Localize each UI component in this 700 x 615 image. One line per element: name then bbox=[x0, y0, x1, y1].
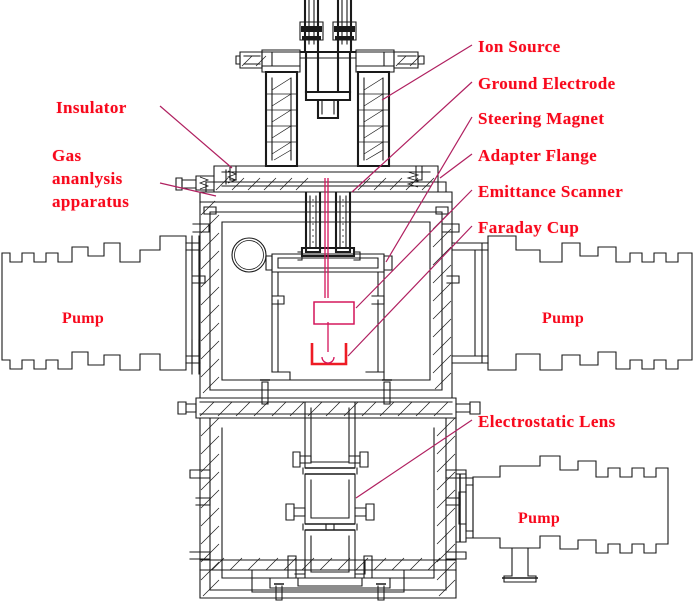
annotation-ion-source: Ion Source bbox=[478, 37, 561, 56]
electrostatic-lens bbox=[269, 401, 391, 601]
beam-axis bbox=[324, 178, 329, 352]
adapter-flange bbox=[213, 165, 439, 193]
gas-analysis-apparatus bbox=[175, 175, 215, 191]
pump-bottom-body bbox=[458, 455, 669, 583]
annotation-insulator: Insulator bbox=[56, 98, 127, 117]
label-pump-left: Pump bbox=[62, 310, 105, 327]
annotation-adapter-flange: Adapter Flange bbox=[478, 146, 598, 165]
label-pump-right: Pump bbox=[542, 310, 585, 327]
ground-electrode-and-steering-magnet bbox=[265, 192, 393, 381]
lower-vacuum-chamber bbox=[189, 417, 474, 599]
upper-vacuum-chamber bbox=[185, 181, 489, 399]
pump-right-body bbox=[474, 235, 693, 371]
mid-divider-flange bbox=[177, 379, 481, 419]
annotation-electrostatic-lens: Electrostatic Lens bbox=[478, 412, 616, 431]
emittance-scanner bbox=[313, 301, 355, 325]
annotation-faraday-cup: Faraday Cup bbox=[478, 218, 580, 237]
leader-lines bbox=[159, 44, 473, 499]
annotation-ground-electrode: Ground Electrode bbox=[478, 74, 616, 93]
label-pump-bottom: Pump bbox=[518, 510, 561, 527]
faraday-cup bbox=[310, 343, 348, 366]
annotation-steering-magnet: Steering Magnet bbox=[478, 109, 605, 128]
annotation-emittance-scanner: Emittance Scanner bbox=[478, 182, 624, 201]
pump-left-body bbox=[1, 235, 200, 371]
annotation-gas-analysis-apparatus: Gas ananlysis apparatus bbox=[52, 146, 130, 211]
ion-source-assembly bbox=[235, 0, 425, 168]
